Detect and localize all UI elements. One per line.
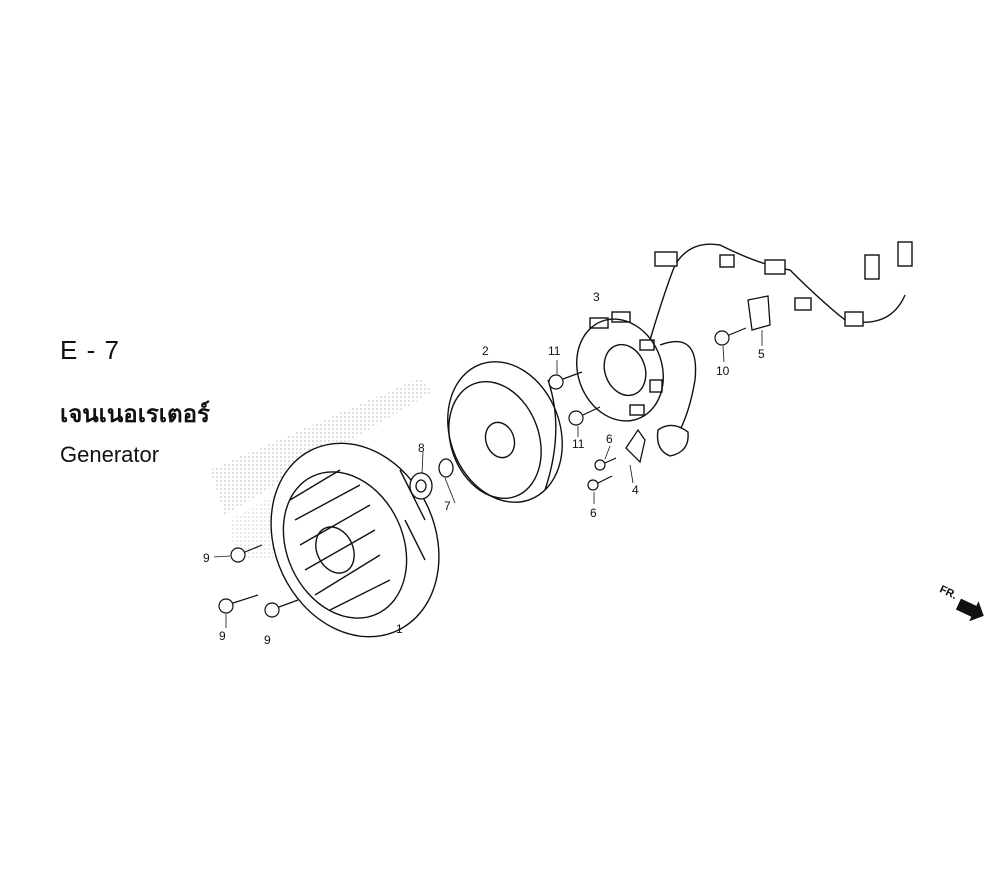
- section-code: E - 7: [60, 335, 120, 365]
- callout-8: 8: [418, 441, 425, 455]
- pulser-bracket-part[interactable]: [625, 428, 646, 464]
- wire-harness[interactable]: [649, 241, 913, 457]
- callout-1: 1: [396, 622, 403, 636]
- nut-part[interactable]: [409, 472, 433, 500]
- fr-label: FR.: [938, 583, 959, 601]
- title-thai: เจนเนอเรเตอร์: [60, 401, 210, 428]
- callout-11-lower: 11: [572, 437, 585, 451]
- callout-3: 3: [593, 290, 600, 304]
- title-english: Generator: [60, 442, 160, 467]
- stator-part[interactable]: [563, 307, 678, 433]
- bolt-parts[interactable]: [218, 327, 747, 618]
- callout-9-left: 9: [203, 551, 210, 565]
- wire-clamp-part[interactable]: [747, 295, 771, 331]
- flywheel-part[interactable]: [429, 346, 582, 519]
- arrow-right-icon: [955, 598, 984, 622]
- callout-11-upper: 11: [548, 344, 561, 358]
- callout-7: 7: [444, 499, 451, 513]
- callout-6-upper: 6: [606, 432, 613, 446]
- callout-9-bottom-left: 9: [219, 629, 226, 643]
- callout-6-lower: 6: [590, 506, 597, 520]
- callouts: 1 2 3 4 5 6 6 7 8 9 9 9 10 11 11: [203, 290, 765, 647]
- leader-lines: [213, 330, 763, 628]
- callout-10: 10: [716, 364, 730, 378]
- washer-part[interactable]: [438, 458, 454, 478]
- callout-2: 2: [482, 344, 489, 358]
- callout-5: 5: [758, 347, 765, 361]
- front-direction-indicator: FR.: [938, 583, 984, 622]
- fan-part[interactable]: [240, 416, 470, 665]
- callout-9-bottom-right: 9: [264, 633, 271, 647]
- callout-4: 4: [632, 483, 639, 497]
